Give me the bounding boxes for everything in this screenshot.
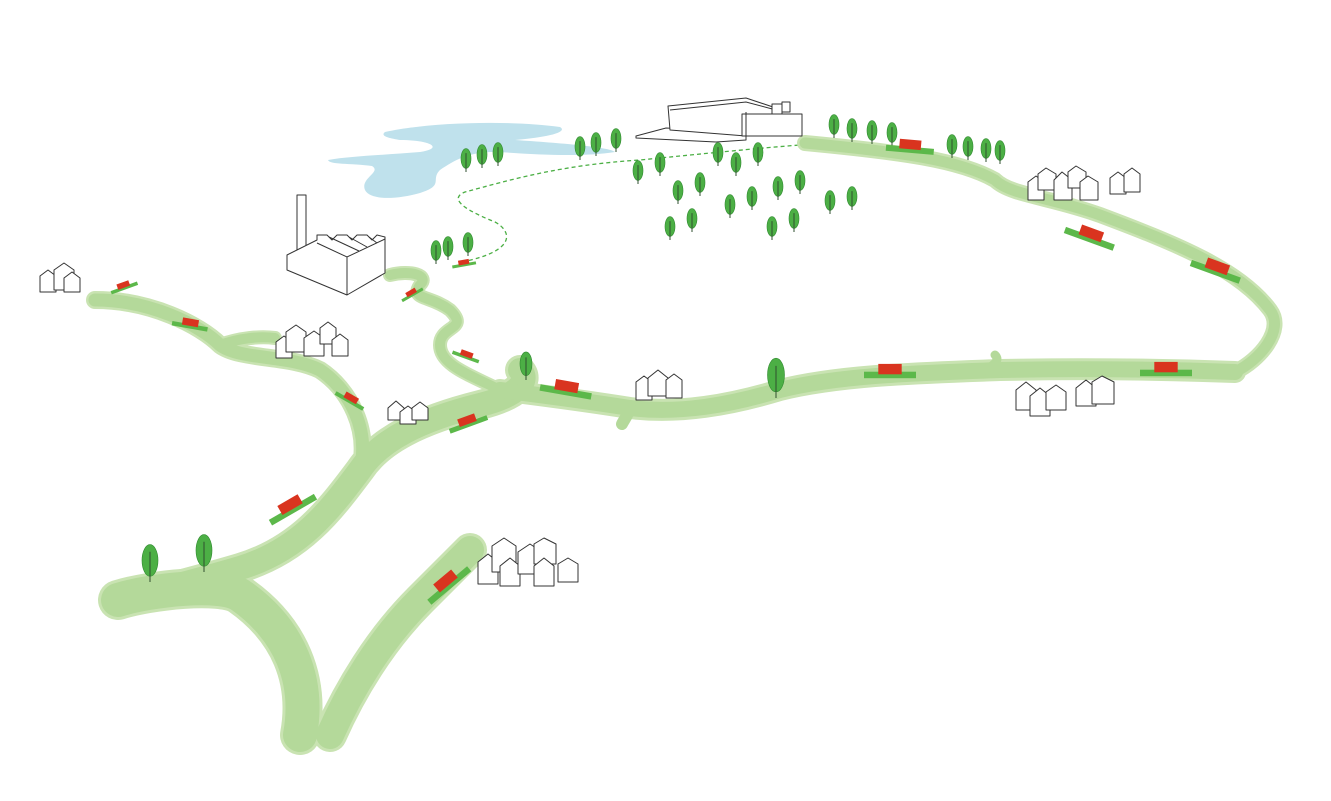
tree-icon bbox=[712, 142, 724, 166]
tree-icon bbox=[141, 544, 159, 582]
houses-central-west bbox=[275, 321, 349, 359]
houses-south bbox=[477, 537, 579, 587]
lake bbox=[328, 122, 615, 198]
houses-east bbox=[1015, 375, 1115, 417]
tree-icon bbox=[824, 190, 836, 214]
bus-stop-icon bbox=[539, 379, 592, 400]
road-south-west bbox=[101, 571, 320, 752]
bus-stop-icon bbox=[171, 317, 208, 332]
tree-icon bbox=[962, 136, 974, 160]
lake-upper bbox=[328, 122, 615, 198]
road-stub-east bbox=[980, 350, 1002, 375]
houses-icon bbox=[39, 165, 1141, 587]
tree-icon bbox=[980, 138, 992, 162]
tree-icon bbox=[632, 160, 644, 184]
road-branch-northwest bbox=[88, 293, 370, 477]
road-network bbox=[88, 137, 1280, 752]
bus-stop-icon bbox=[1063, 224, 1115, 251]
tree-icon bbox=[460, 148, 472, 172]
tree-icon bbox=[866, 120, 878, 144]
tree-icon bbox=[788, 208, 800, 232]
bus-stop-icon bbox=[451, 349, 480, 364]
tree-icon bbox=[574, 136, 586, 160]
warehouse-icon bbox=[635, 97, 803, 143]
tree-icon bbox=[462, 232, 474, 256]
tree-icon bbox=[492, 142, 504, 166]
tree-icon bbox=[766, 216, 778, 240]
tree-icon bbox=[195, 534, 213, 572]
road-south-east bbox=[316, 536, 484, 749]
tree-icon bbox=[430, 240, 442, 264]
tree-icon bbox=[664, 216, 676, 240]
road-eastern-loop bbox=[799, 137, 1280, 378]
houses-mid bbox=[387, 400, 429, 425]
dashed-footpath bbox=[457, 144, 801, 263]
road-branch-north bbox=[385, 268, 505, 395]
tree-icon bbox=[767, 357, 785, 398]
tree-icon bbox=[828, 114, 840, 138]
bus-stop-icon bbox=[1140, 361, 1192, 377]
bus-stop-icon bbox=[268, 493, 318, 526]
tree-icon bbox=[686, 208, 698, 232]
bus-stop-icon bbox=[452, 258, 477, 269]
tree-icon bbox=[846, 118, 858, 142]
bus-stop-icon bbox=[1189, 257, 1241, 284]
houses-far-west bbox=[39, 262, 81, 293]
tree-icon bbox=[442, 236, 454, 260]
tree-icon bbox=[519, 351, 533, 380]
tree-icon bbox=[694, 172, 706, 196]
road-spur-village bbox=[215, 332, 280, 350]
bus-stop-icon bbox=[864, 363, 916, 379]
tree-icon bbox=[994, 140, 1006, 164]
bus-stop-icon bbox=[427, 566, 472, 605]
tree-icon bbox=[476, 144, 488, 168]
tree-icon bbox=[946, 134, 958, 158]
tree-icon bbox=[746, 186, 758, 210]
tree-icon bbox=[846, 186, 858, 210]
tree-icon bbox=[672, 180, 684, 204]
tree-icon bbox=[590, 132, 602, 156]
tree-group bbox=[141, 114, 1006, 582]
factory-icon bbox=[286, 194, 386, 296]
tree-icon bbox=[724, 194, 736, 218]
tree-icon bbox=[752, 142, 764, 166]
road-central-east bbox=[492, 361, 1243, 418]
houses-center bbox=[635, 369, 683, 401]
tree-icon bbox=[610, 128, 622, 152]
bus-stop-icon bbox=[401, 287, 424, 303]
tree-icon bbox=[730, 152, 742, 176]
tree-icon bbox=[654, 152, 666, 176]
tree-icon bbox=[886, 122, 898, 146]
bus-stop-icon bbox=[110, 280, 139, 295]
tree-icon bbox=[794, 170, 806, 194]
bus-stop-icon bbox=[448, 413, 489, 434]
bus-stop-icon bbox=[334, 391, 365, 411]
tree-icon bbox=[772, 176, 784, 200]
houses-northeast bbox=[1027, 165, 1141, 201]
bus-stop-group bbox=[110, 138, 1241, 605]
road-stub-south bbox=[616, 402, 636, 430]
bus-stop-icon bbox=[885, 138, 935, 155]
